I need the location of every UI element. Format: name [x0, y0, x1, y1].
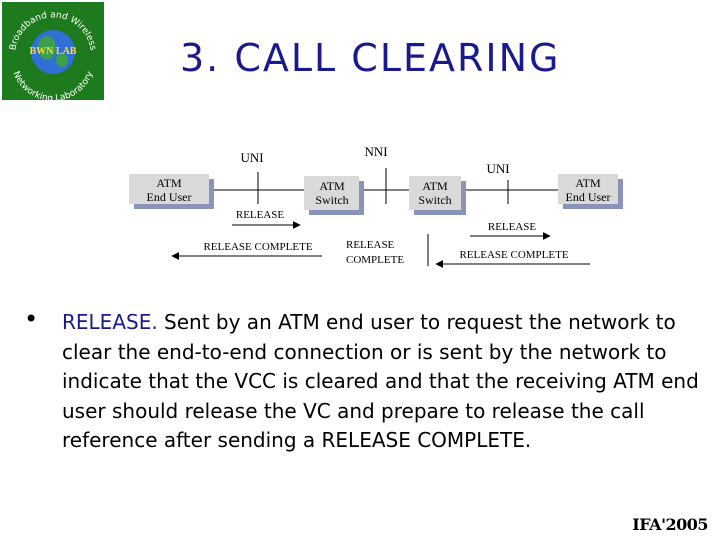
message-release-complete-2-line1: RELEASE — [346, 239, 395, 251]
message-release-complete-3: RELEASE COMPLETE — [459, 249, 568, 261]
bullet-text: Sent by an ATM end user to request the n… — [62, 310, 699, 452]
nni-label: NNI — [364, 144, 387, 159]
logo-center-text: BWN LAB — [30, 46, 77, 57]
uni-right-label: UNI — [486, 161, 509, 176]
uni-left-label: UNI — [240, 150, 263, 165]
message-release-2: RELEASE — [488, 221, 537, 233]
message-release-complete-1: RELEASE COMPLETE — [203, 241, 312, 253]
bullet-marker: • — [24, 305, 39, 333]
message-release-1: RELEASE — [236, 209, 285, 221]
bullet-paragraph: RELEASE. Sent by an ATM end user to requ… — [62, 308, 712, 456]
message-release-complete-2-line2: COMPLETE — [346, 254, 404, 266]
slide-title: 3. CALL CLEARING — [180, 36, 561, 80]
lab-logo: BWN LAB Broadband and Wireless Networkin… — [2, 2, 104, 100]
footer-text: IFA'2005 — [632, 515, 708, 534]
bullet-keyword: RELEASE. — [62, 310, 158, 334]
